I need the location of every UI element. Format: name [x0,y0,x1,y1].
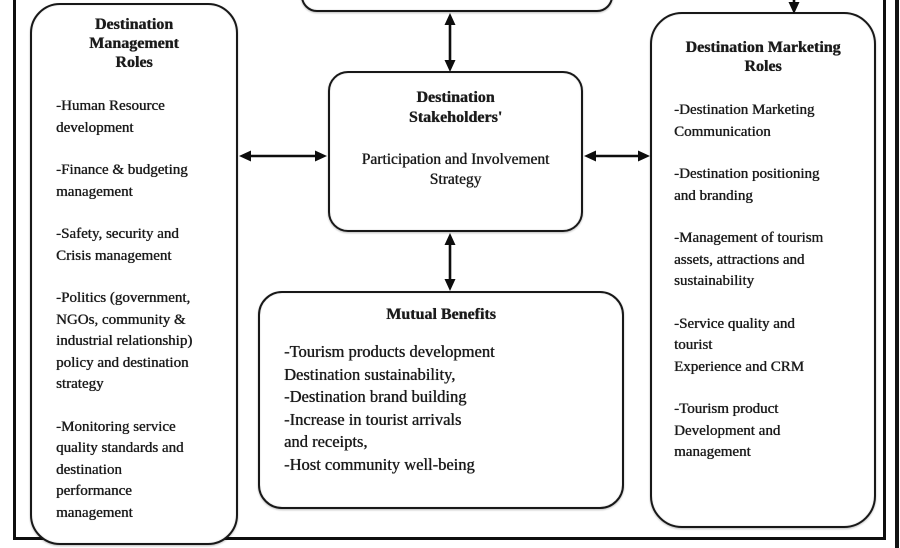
list-item: -Finance & budgeting management [56,162,188,200]
list-item: -Human Resource development [56,98,165,136]
destination-marketing-roles-box: Destination Marketing Roles -Destination… [650,12,876,528]
diagram-outer-frame [13,0,886,540]
list-item: -Service quality and tourist Experience … [674,315,804,375]
list-item: -Host community well-being [284,454,475,474]
list-item: -Destination brand building [284,387,467,406]
destination-stakeholders-box: Destination Stakeholders' Participation … [328,71,583,232]
marketing-box-items: -Destination Marketing Communication -De… [652,76,874,464]
mutual-benefits-box: Mutual Benefits -Tourism products develo… [258,291,624,509]
double-arrow-horizontal-left-icon [239,143,327,169]
list-item: -Increase in tourist arrivals and receip… [284,409,462,452]
benefits-box-title: Mutual Benefits [386,306,496,323]
management-box-title: Destination Management Roles [89,16,179,71]
list-item: -Safety, security and Crisis management [56,226,179,264]
list-item: -Destination Marketing Communication [674,102,815,140]
list-item: -Monitoring service quality standards an… [56,418,184,521]
stakeholders-box-title: Destination Stakeholders' [408,89,503,126]
scan-edge-line [895,0,899,548]
list-item: -Management of tourism assets, attractio… [674,230,824,289]
stakeholders-box-body: Participation and Involvement Strategy [361,151,550,188]
list-item: -Tourism product Development and managem… [674,401,781,460]
down-arrow-top-right-icon [781,0,807,14]
list-item: -Politics (government, NGOs, community &… [56,290,193,392]
benefits-box-items: -Tourism products development Destinatio… [260,324,622,476]
double-arrow-vertical-middle-icon [437,233,463,291]
destination-management-roles-box: Destination Management Roles -Human Reso… [30,3,238,545]
double-arrow-horizontal-right-icon [584,143,650,169]
top-partial-box [301,0,613,12]
management-box-items: -Human Resource development -Finance & b… [32,72,236,524]
double-arrow-vertical-top-icon [437,13,463,72]
list-item: -Tourism products development Destinatio… [284,342,495,384]
list-item: -Destination positioning and branding [674,166,820,204]
marketing-box-title: Destination Marketing Roles [685,39,841,75]
